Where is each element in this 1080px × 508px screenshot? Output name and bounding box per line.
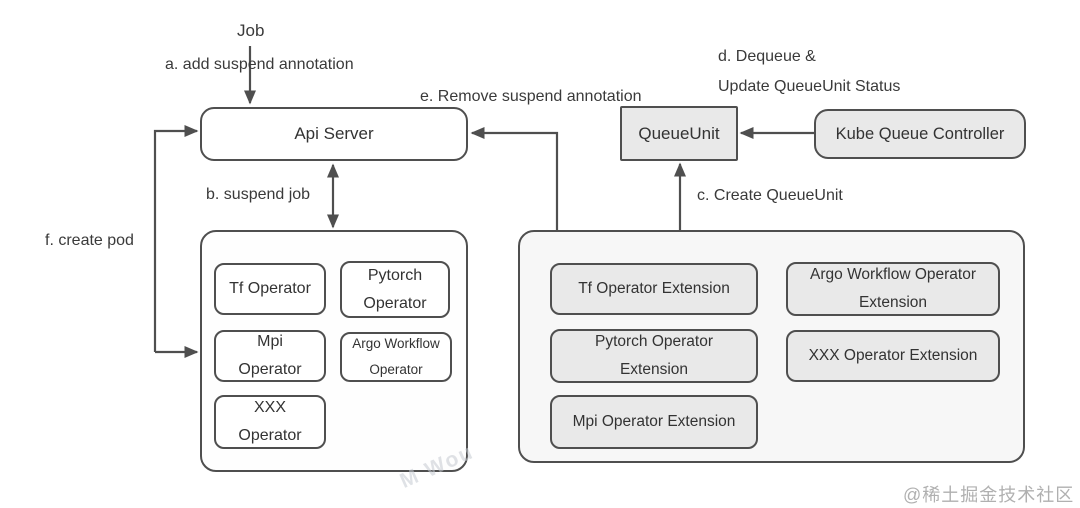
argo-workflow-operator-node: Argo Workflow Operator bbox=[340, 332, 452, 382]
pytorch-operator-label: Pytorch Operator bbox=[363, 266, 427, 312]
edge-label-d-dequeue-line1: d. Dequeue & bbox=[718, 48, 816, 65]
edge-f-create-pod-top bbox=[153, 125, 199, 352]
edge-label-e-remove-suspend-annotation: e. Remove suspend annotation bbox=[420, 88, 642, 105]
edge-label-c-create-queueunit: c. Create QueueUnit bbox=[697, 187, 843, 204]
xxx-operator-extension-node: XXX Operator Extension bbox=[786, 330, 1000, 382]
pytorch-operator-node: Pytorch Operator bbox=[340, 261, 450, 318]
pytorch-operator-extension-label: Pytorch Operator Extension bbox=[594, 333, 714, 378]
argo-workflow-operator-extension-node: Argo Workflow Operator Extension bbox=[786, 262, 1000, 316]
api-server-node: Api Server bbox=[200, 107, 468, 161]
edge-label-b-suspend-job: b. suspend job bbox=[206, 186, 311, 203]
tf-operator-node: Tf Operator bbox=[214, 263, 326, 315]
kube-queue-controller-node: Kube Queue Controller bbox=[814, 109, 1026, 159]
queue-unit-node: QueueUnit bbox=[620, 106, 738, 161]
edge-label-a-add-suspend-annotation: a. add suspend annotation bbox=[165, 56, 354, 73]
juejin-community-watermark: @稀土掘金技术社区 bbox=[903, 485, 1075, 505]
mpi-operator-node: Mpi Operator bbox=[214, 330, 326, 382]
edge-e-remove-suspend bbox=[470, 127, 559, 230]
mpi-operator-extension-node: Mpi Operator Extension bbox=[550, 395, 758, 449]
edge-label-f-create-pod: f. create pod bbox=[45, 232, 134, 249]
argo-workflow-operator-label: Argo Workflow Operator bbox=[352, 336, 440, 377]
job-node-label: Job bbox=[237, 21, 265, 40]
mpi-operator-label: Mpi Operator bbox=[238, 333, 302, 378]
pytorch-operator-extension-node: Pytorch Operator Extension bbox=[550, 329, 758, 383]
xxx-operator-label: XXX Operator bbox=[238, 399, 302, 444]
tf-operator-extension-node: Tf Operator Extension bbox=[550, 263, 758, 315]
edge-label-d-dequeue-line2: Update QueueUnit Status bbox=[718, 78, 901, 95]
argo-workflow-operator-extension-label: Argo Workflow Operator Extension bbox=[810, 266, 976, 311]
xxx-operator-node: XXX Operator bbox=[214, 395, 326, 449]
